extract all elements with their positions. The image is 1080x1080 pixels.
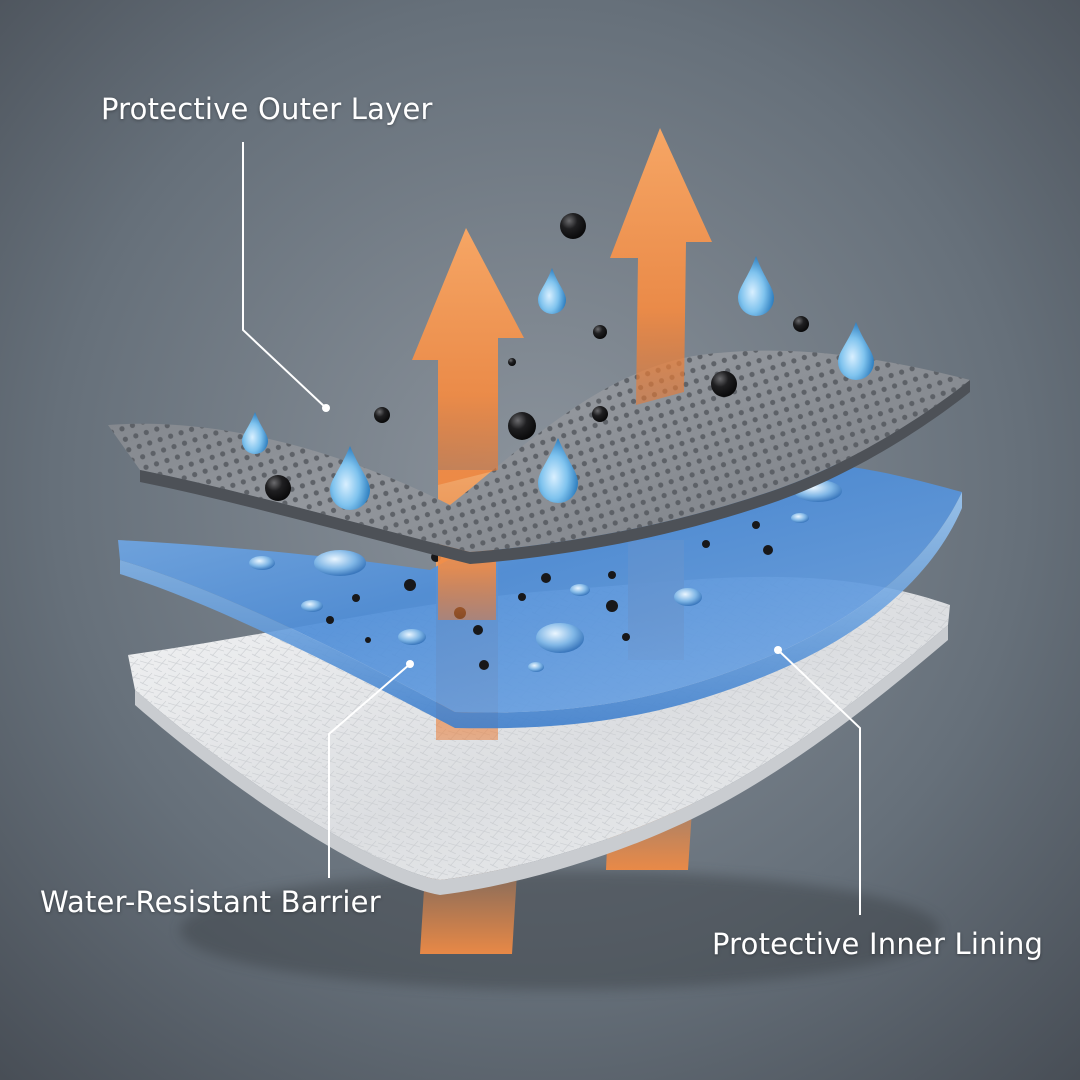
dirt-particle-icon bbox=[606, 600, 618, 612]
water-drop-icon bbox=[674, 588, 702, 606]
dirt-particle-icon bbox=[352, 594, 360, 602]
arrow-up-icon bbox=[412, 228, 524, 485]
dirt-particle-icon bbox=[479, 660, 489, 670]
dirt-particle-icon bbox=[752, 521, 760, 529]
dirt-particles bbox=[265, 213, 809, 501]
water-drop-icon bbox=[314, 550, 366, 576]
dirt-particle-icon bbox=[711, 371, 737, 397]
water-drop-icon bbox=[536, 623, 584, 653]
outer-layer bbox=[108, 128, 970, 564]
dirt-particle-icon bbox=[326, 616, 334, 624]
dirt-particle-icon bbox=[592, 406, 608, 422]
callout-lines bbox=[242, 142, 861, 915]
dirt-particle-icon bbox=[473, 625, 483, 635]
callout-dot-outer bbox=[322, 404, 330, 412]
dirt-particle-icon bbox=[622, 633, 630, 641]
callout-line-outer bbox=[242, 142, 327, 409]
water-drop-icon bbox=[330, 446, 370, 510]
callout-dot-barrier bbox=[406, 660, 414, 668]
dirt-particle-icon bbox=[365, 637, 371, 643]
dirt-particle-icon bbox=[404, 579, 416, 591]
dirt-particle-icon bbox=[541, 573, 551, 583]
floor-shadow bbox=[180, 870, 940, 990]
dirt-particle-icon bbox=[593, 325, 607, 339]
water-drop-icon bbox=[791, 513, 809, 523]
dirt-particle-icon bbox=[608, 571, 616, 579]
dirt-particle-group bbox=[326, 521, 773, 670]
water-drop-icon bbox=[528, 662, 544, 672]
dirt-particle-icon bbox=[265, 475, 291, 501]
dirt-particle-icon bbox=[374, 407, 390, 423]
dirt-particle-icon bbox=[518, 593, 526, 601]
barrier-label: Water-Resistant Barrier bbox=[40, 885, 381, 919]
water-drop-icon bbox=[538, 438, 578, 503]
dirt-particle-icon bbox=[702, 540, 710, 548]
inner-lining-label: Protective Inner Lining bbox=[712, 927, 1044, 961]
dirt-particle-icon bbox=[560, 213, 586, 239]
callout-dot-lining bbox=[774, 646, 782, 654]
dirt-particle-icon bbox=[763, 545, 773, 555]
water-drop-icon bbox=[570, 584, 590, 596]
arrow-up-icon bbox=[610, 128, 712, 405]
dirt-particle-icon bbox=[508, 412, 536, 440]
callout-line-barrier bbox=[328, 663, 411, 878]
water-drop-icon bbox=[538, 268, 566, 314]
water-drop-icon bbox=[838, 322, 874, 380]
water-drops bbox=[242, 256, 874, 510]
outer-layer-label: Protective Outer Layer bbox=[101, 92, 433, 126]
water-bead-group bbox=[249, 480, 842, 672]
water-drop-icon bbox=[249, 556, 275, 570]
water-drop-icon bbox=[242, 412, 268, 454]
water-drop-icon bbox=[398, 629, 426, 645]
dirt-particle-icon bbox=[508, 358, 516, 366]
dirt-particle-icon bbox=[793, 316, 809, 332]
water-drop-icon bbox=[301, 600, 323, 612]
barrier-layer bbox=[118, 461, 962, 729]
callout-line-lining bbox=[777, 649, 861, 915]
water-drop-icon bbox=[738, 256, 774, 316]
